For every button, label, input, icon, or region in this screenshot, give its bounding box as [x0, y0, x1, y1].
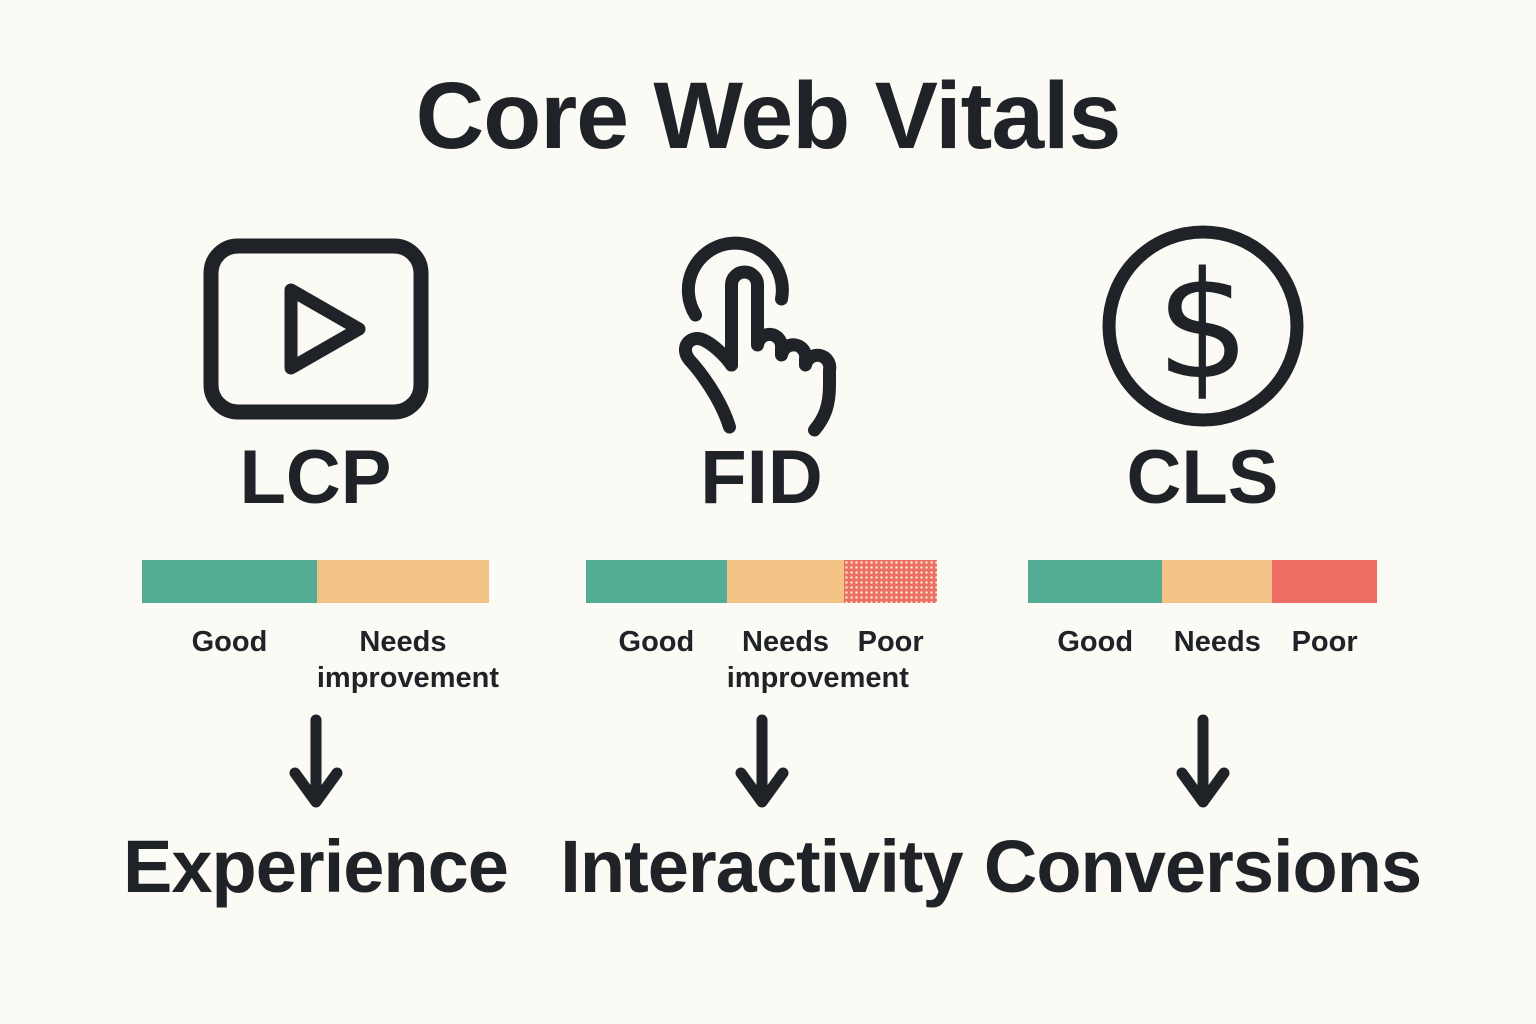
down-arrow-icon: [1174, 714, 1232, 817]
metric-label: LCP: [239, 435, 392, 520]
metric-column-cls: $ CLS Good Needs Poor Conversions: [984, 0, 1422, 1024]
down-arrow-icon: [287, 714, 345, 817]
segment-label-poor: Poor: [857, 626, 924, 658]
svg-text:$: $: [1155, 240, 1249, 412]
bar-segment-needs_improvement: [316, 560, 489, 603]
outcome-label: Interactivity: [560, 825, 963, 908]
segment-label-good: Good: [191, 626, 268, 658]
threshold-bar: [142, 560, 489, 603]
bar-segment-needs_improvement: [1162, 560, 1273, 603]
outcome-label: Experience: [123, 825, 509, 908]
threshold-bar: [1028, 560, 1377, 603]
bar-segment-needs_improvement: [726, 560, 845, 603]
outcome-label: Conversions: [983, 825, 1422, 908]
bar-segment-poor: [844, 560, 937, 603]
metric-label: FID: [700, 435, 823, 520]
segment-label-needs_improvement: Needs: [1173, 626, 1261, 658]
segment-label-poor: Poor: [1291, 626, 1358, 658]
dollar-circle-icon: $: [1102, 222, 1304, 430]
tap-gesture-icon: [669, 227, 854, 439]
metric-label: CLS: [1126, 435, 1279, 520]
segment-label-good: Good: [1057, 626, 1134, 658]
page-title: Core Web Vitals: [415, 63, 1122, 169]
bar-segment-good: [1028, 560, 1163, 603]
segment-label-good: Good: [618, 626, 695, 658]
threshold-labels: Good Needs Poor: [1028, 624, 1377, 660]
down-arrow-icon: [733, 714, 791, 817]
threshold-bar: [586, 560, 937, 603]
bar-segment-poor: [1272, 560, 1377, 603]
bar-segment-good: [142, 560, 317, 603]
video-play-icon: [203, 238, 429, 420]
bar-segment-good: [586, 560, 727, 603]
